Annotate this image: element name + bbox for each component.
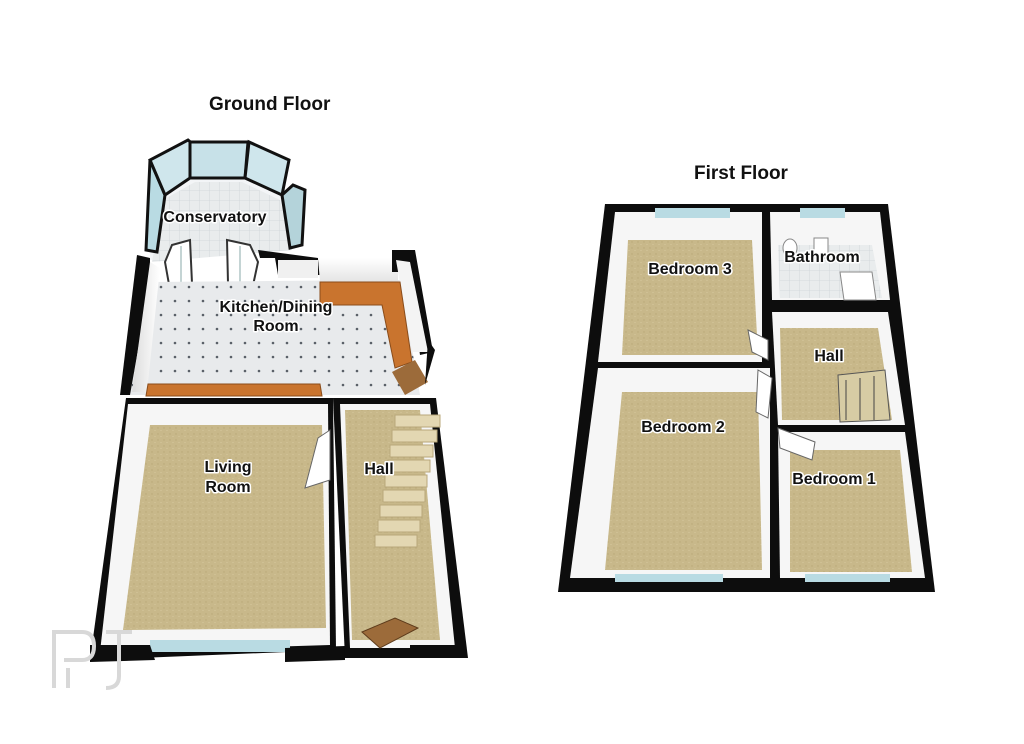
- label-first-hall: Hall: [814, 348, 843, 365]
- watermark-logo: [52, 630, 132, 690]
- bedroom-3-room: [598, 208, 769, 362]
- bedroom-1-room: [777, 427, 925, 582]
- label-conservatory: Conservatory: [163, 209, 266, 226]
- label-living-line2: Room: [205, 479, 250, 496]
- bathroom-room: [770, 208, 890, 301]
- label-bedroom-2: Bedroom 2: [641, 419, 725, 436]
- label-kitchen-line2: Room: [253, 318, 298, 335]
- conservatory-room: [144, 138, 307, 292]
- ground-floor-plan: Conservatory Kitchen/Dining Room Living …: [90, 138, 468, 662]
- first-hall: [772, 312, 905, 425]
- label-bedroom-1: Bedroom 1: [792, 471, 876, 488]
- first-floor-title: First Floor: [694, 163, 788, 184]
- first-floor-plan: Bedroom 3 Bathroom Hall Bedroom 2 Bedroo…: [558, 204, 935, 592]
- label-bathroom: Bathroom: [784, 249, 860, 266]
- ground-floor-title: Ground Floor: [209, 94, 331, 115]
- label-ground-hall: Hall: [364, 461, 393, 478]
- kitchen-dining-room: [120, 250, 435, 397]
- label-bedroom-3: Bedroom 3: [648, 261, 732, 278]
- ground-stairs: [374, 414, 441, 548]
- bedroom-2-room: [570, 368, 773, 582]
- label-kitchen-line1: Kitchen/Dining: [220, 299, 333, 316]
- living-room: [90, 398, 345, 662]
- ground-hall: [333, 398, 468, 658]
- label-living-line1: Living: [204, 459, 251, 476]
